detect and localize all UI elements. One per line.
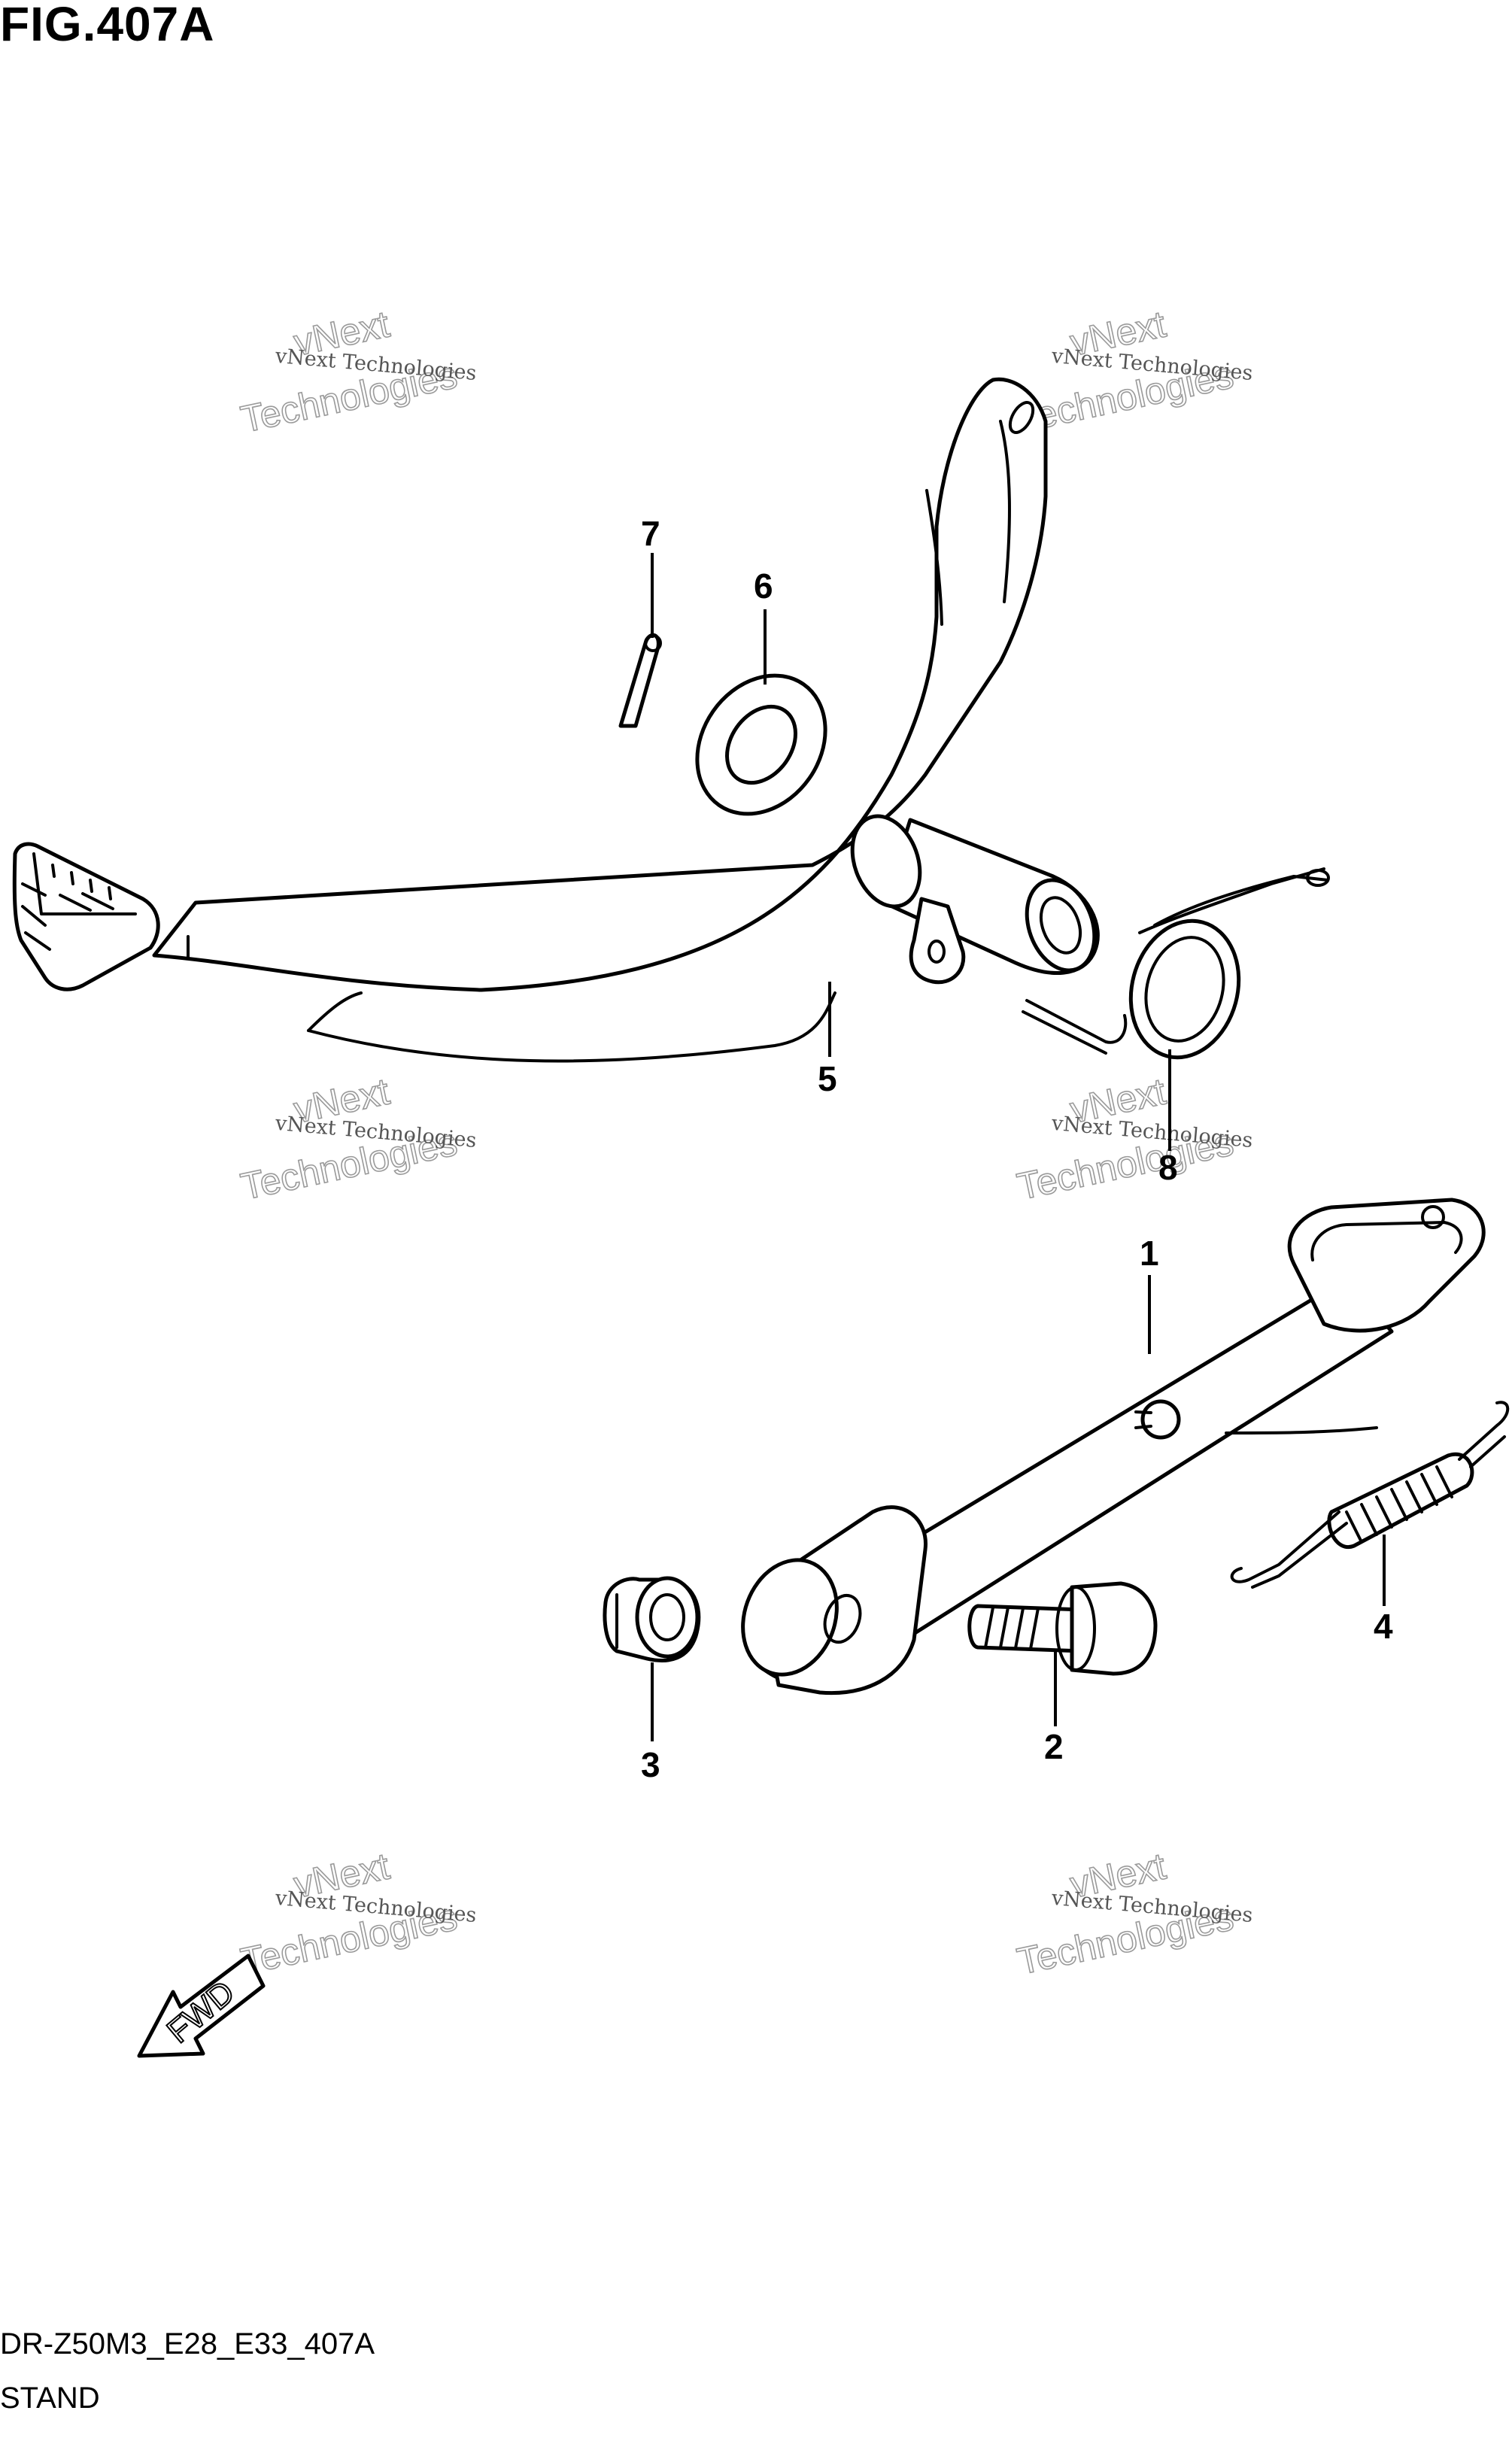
watermark-4: vNext Technologies vNext Technologies — [1013, 1070, 1254, 1209]
callout-6: 6 — [754, 566, 773, 606]
figure-code: DR-Z50M3_E28_E33_407A — [0, 2327, 375, 2360]
side-stand — [741, 1198, 1486, 1696]
watermark-5: vNext Technologies vNext Technologies — [237, 1844, 478, 1984]
callout-5: 5 — [818, 1059, 837, 1098]
watermark-6: vNext Technologies vNext Technologies — [1013, 1844, 1254, 1984]
callout-7: 7 — [641, 514, 660, 553]
callout-3: 3 — [641, 1745, 660, 1784]
figure-title: FIG.407A — [0, 0, 215, 51]
callout-2: 2 — [1044, 1727, 1064, 1766]
fwd-arrow: FWD — [137, 1954, 266, 2058]
fwd-arrow-icon — [137, 1954, 266, 2058]
leader-lines — [651, 553, 1386, 1741]
stand-spring — [1225, 1401, 1510, 1589]
watermark-3: vNext Technologies vNext Technologies — [237, 1070, 478, 1209]
callout-1: 1 — [1140, 1234, 1159, 1273]
washer — [695, 673, 827, 816]
return-spring — [1022, 867, 1330, 1060]
brake-pedal — [12, 377, 1100, 1063]
bolt — [967, 1581, 1158, 1676]
watermark-1: vNext Technologies vNext Technologies — [237, 302, 478, 442]
nut — [603, 1576, 701, 1662]
callout-8: 8 — [1158, 1148, 1178, 1187]
cotter-pin — [618, 633, 662, 728]
watermark-2: vNext Technologies vNext Technologies — [1013, 302, 1254, 442]
figure-name: STAND — [0, 2382, 100, 2415]
callout-4: 4 — [1374, 1607, 1393, 1646]
